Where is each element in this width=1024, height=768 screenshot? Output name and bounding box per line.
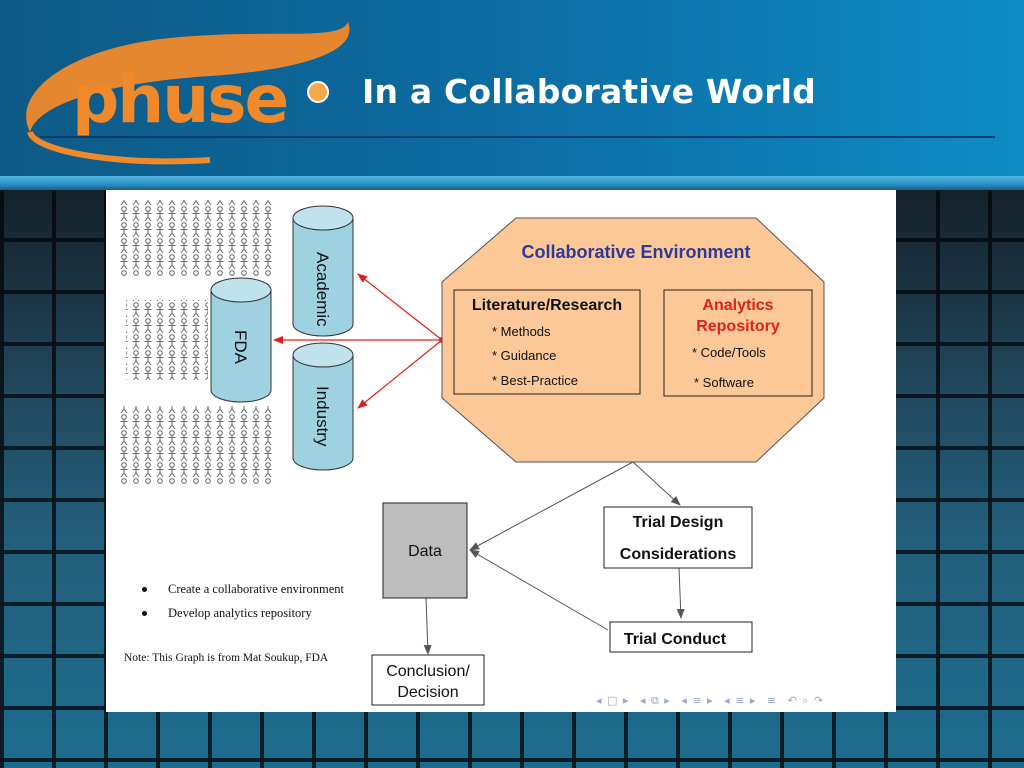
- cylinder-industry: Industry: [292, 342, 354, 471]
- environment-title: Collaborative Environment: [521, 242, 750, 262]
- bullet-item: Develop analytics repository: [132, 606, 344, 621]
- collaborative-environment-octagon: [441, 217, 825, 463]
- trial-conduct-label: Trial Conduct: [624, 631, 727, 648]
- source-note: Note: This Graph is from Mat Soukup, FDA: [124, 652, 329, 664]
- conclusion-line1: Conclusion/: [386, 663, 470, 680]
- analytics-title-line1: Analytics: [702, 297, 773, 314]
- collaboration-diagram: Academic FDA Industry Collaborative Envi…: [116, 200, 825, 706]
- conclusion-line2: Decision: [397, 684, 458, 701]
- nav-outline-control[interactable]: ≡: [766, 694, 778, 707]
- literature-item: * Best-Practice: [492, 373, 578, 388]
- slide-title: In a Collaborative World: [362, 72, 817, 111]
- trial-design-line1: Trial Design: [633, 514, 724, 531]
- flow-arrows: [423, 461, 685, 655]
- analytics-title-line2: Repository: [696, 318, 780, 335]
- data-box: [382, 502, 468, 599]
- trial-conduct-box: [609, 621, 753, 653]
- cylinder-academic: Academic: [292, 205, 354, 337]
- bullet-item: Create a collaborative environment: [132, 582, 344, 597]
- nav-frame-control[interactable]: ◂ □ ▸: [596, 694, 630, 707]
- header-stripe: [0, 176, 1024, 190]
- data-label: Data: [408, 543, 442, 560]
- literature-item: * Guidance: [492, 348, 556, 363]
- trial-design-line2: Considerations: [620, 546, 737, 563]
- trial-design-box: [603, 506, 753, 569]
- cylinder-label-industry: Industry: [313, 386, 332, 447]
- analytics-item: * Software: [694, 375, 754, 390]
- nav-subsection-list-control[interactable]: ◂ ≡ ▸: [724, 694, 757, 707]
- nav-section-control[interactable]: ◂ ≡ ▸: [681, 694, 714, 707]
- conclusion-box: [371, 654, 485, 706]
- cylinder-fda: FDA: [210, 277, 272, 403]
- title-underline: [40, 136, 995, 138]
- analytics-item: * Code/Tools: [692, 345, 766, 360]
- cylinder-label-fda: FDA: [231, 330, 250, 365]
- literature-title: Literature/Research: [472, 297, 622, 314]
- phuse-logo: phuse: [26, 22, 350, 165]
- cylinder-label-academic: Academic: [313, 252, 332, 327]
- logo-wordmark: phuse: [72, 61, 287, 138]
- diagram-panel: Academic FDA Industry Collaborative Envi…: [106, 190, 896, 712]
- bullet-list: Create a collaborative environment Devel…: [132, 582, 344, 630]
- nav-search-control[interactable]: ↶ ⌕ ↷: [787, 694, 825, 707]
- slide-nav-controls: ◂ □ ▸ ◂ ⧉ ▸ ◂ ≡ ▸ ◂ ≡ ▸ ≡ ↶ ⌕ ↷: [596, 694, 830, 710]
- literature-item: * Methods: [492, 324, 551, 339]
- nav-subsection-control[interactable]: ◂ ⧉ ▸: [639, 694, 671, 707]
- analytics-box: [663, 289, 813, 397]
- literature-box: [453, 289, 641, 395]
- crowd-icon: [116, 200, 276, 484]
- slide-header: phuse In a Collaborative World: [0, 0, 1024, 178]
